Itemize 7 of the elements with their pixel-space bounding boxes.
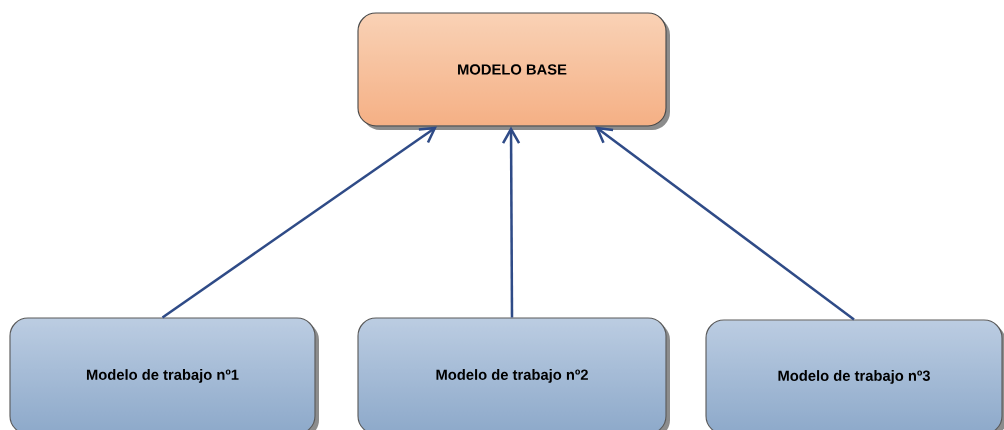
work-model-box: Modelo de trabajo nº3 bbox=[705, 319, 1004, 430]
base-model-box: MODELO BASE bbox=[357, 12, 670, 130]
arrow bbox=[161, 126, 437, 319]
work-model-box: Modelo de trabajo nº2 bbox=[357, 317, 670, 430]
arrow bbox=[502, 126, 521, 318]
work-model-box: Modelo de trabajo nº1 bbox=[9, 317, 319, 430]
arrow bbox=[595, 126, 855, 321]
